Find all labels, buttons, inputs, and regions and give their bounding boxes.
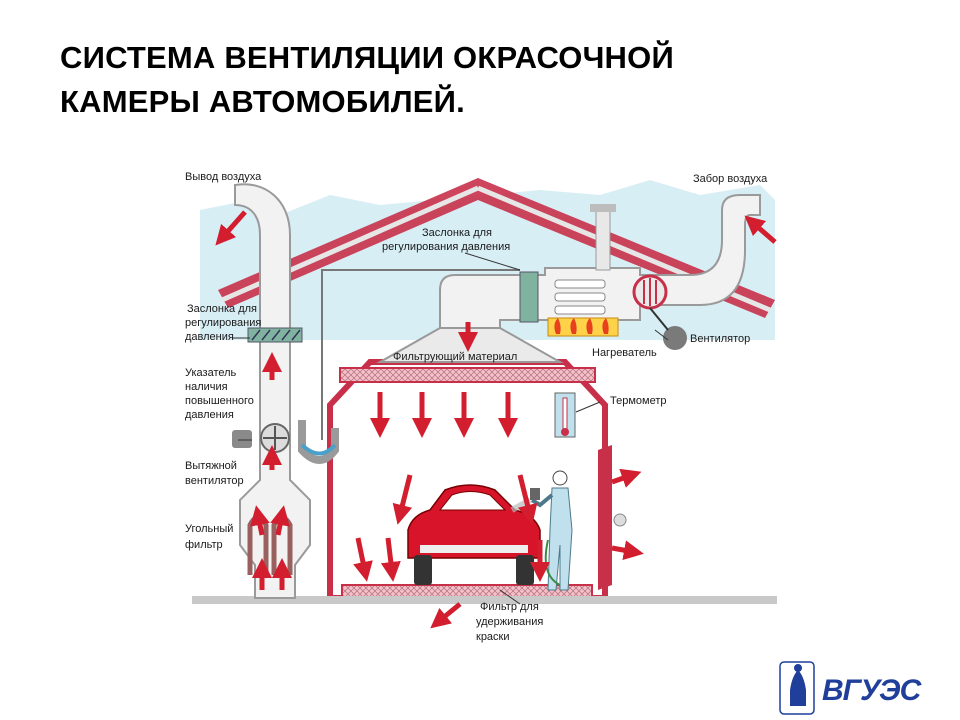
label-paint-filter-1: Фильтр для [480,601,539,613]
label-damper-left-3: давления [185,331,234,343]
slide-title-line-1: СИСТЕМА ВЕНТИЛЯЦИИ ОКРАСОЧНОЙ [60,40,674,75]
supply-fan [632,274,687,350]
label-indicator-2: наличия [185,381,228,393]
label-damper-left-1: Заслонка для [187,303,257,315]
slide-title: СИСТЕМА ВЕНТИЛЯЦИИ ОКРАСОЧНОЙ КАМЕРЫ АВТ… [60,36,920,124]
heater [547,317,619,337]
thermometer [554,392,576,438]
slide-title-line-2: КАМЕРЫ АВТОМОБИЛЕЙ. [60,84,465,119]
label-exhaust-fan-1: Вытяжной [185,460,237,472]
exhaust-duct [234,183,311,599]
label-damper-left-2: регулирования [185,317,261,329]
airflow-arrows [215,210,777,629]
logo-text: ВГУЭС [822,674,923,707]
label-heater: Нагреватель [592,347,657,359]
label-damper-right-1: Заслонка для [422,227,492,239]
pressure-indicator [298,269,520,464]
label-paint-filter-3: краски [476,631,510,643]
label-filter-material: Фильтрующий материал [393,351,517,363]
ground [192,596,777,604]
label-exhaust-fan-2: вентилятор [185,475,244,487]
booth-door [598,445,627,590]
label-thermometer: Термометр [610,395,667,407]
label-carbon-filter-1: Угольный [185,523,233,535]
label-damper-right-2: регулирования давления [382,241,510,253]
label-indicator-4: давления [185,409,234,421]
label-indicator-3: повышенного [185,395,254,407]
label-air-intake: Забор воздуха [693,173,768,185]
label-paint-filter-2: удерживания [476,616,543,628]
leader-lines [232,252,669,605]
university-logo: ВГУЭС [779,661,924,715]
diagram-labels: Вывод воздуха Забор воздуха Заслонка для… [185,171,768,643]
label-carbon-filter-2: фильтр [185,539,223,551]
label-fan: Вентилятор [690,333,750,345]
supply-duct [439,194,761,329]
label-air-outlet: Вывод воздуха [185,171,262,183]
label-indicator-1: Указатель [185,367,237,379]
